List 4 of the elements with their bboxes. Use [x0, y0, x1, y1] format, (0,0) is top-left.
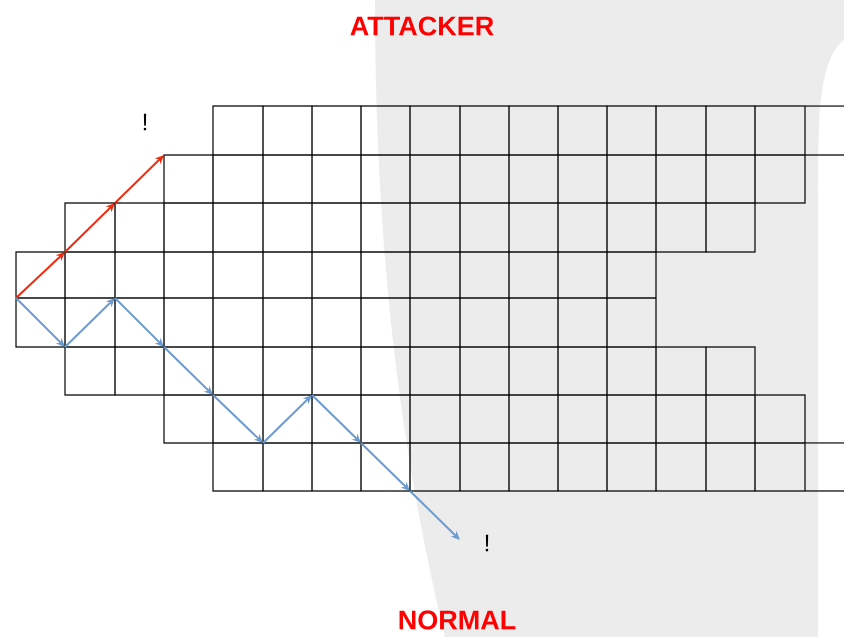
label: ATTACKER — [350, 16, 494, 36]
label: NORMAL — [400, 610, 516, 630]
label: ! — [144, 114, 146, 130]
label: ! — [486, 534, 488, 552]
